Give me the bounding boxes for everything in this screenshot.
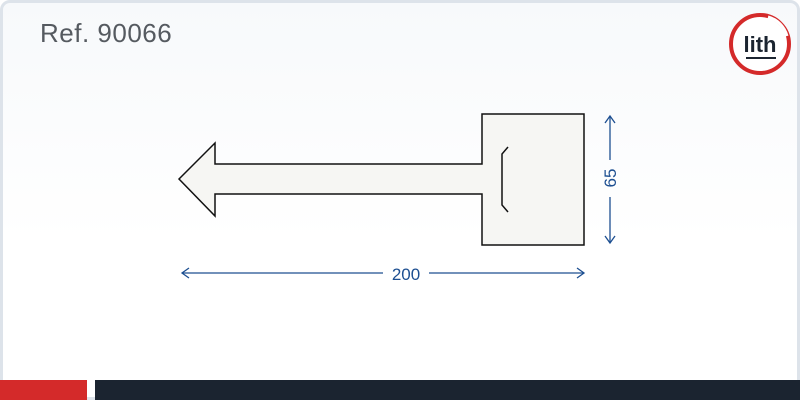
reference-title: Ref. 90066	[40, 18, 173, 48]
height-dimension-label: 65	[601, 169, 620, 188]
logo-ring-gap	[767, 15, 789, 37]
footer-accent-bar	[0, 380, 87, 400]
height-dimension: 65	[601, 114, 620, 245]
width-dimension-label: 200	[392, 265, 420, 284]
arrow-tag-shape	[177, 113, 585, 246]
lith-logo: lith	[729, 13, 791, 75]
width-dimension: 200	[180, 265, 586, 284]
clip-slot	[501, 146, 509, 213]
logo-text: lith	[744, 32, 777, 57]
footer-bar	[95, 380, 800, 400]
